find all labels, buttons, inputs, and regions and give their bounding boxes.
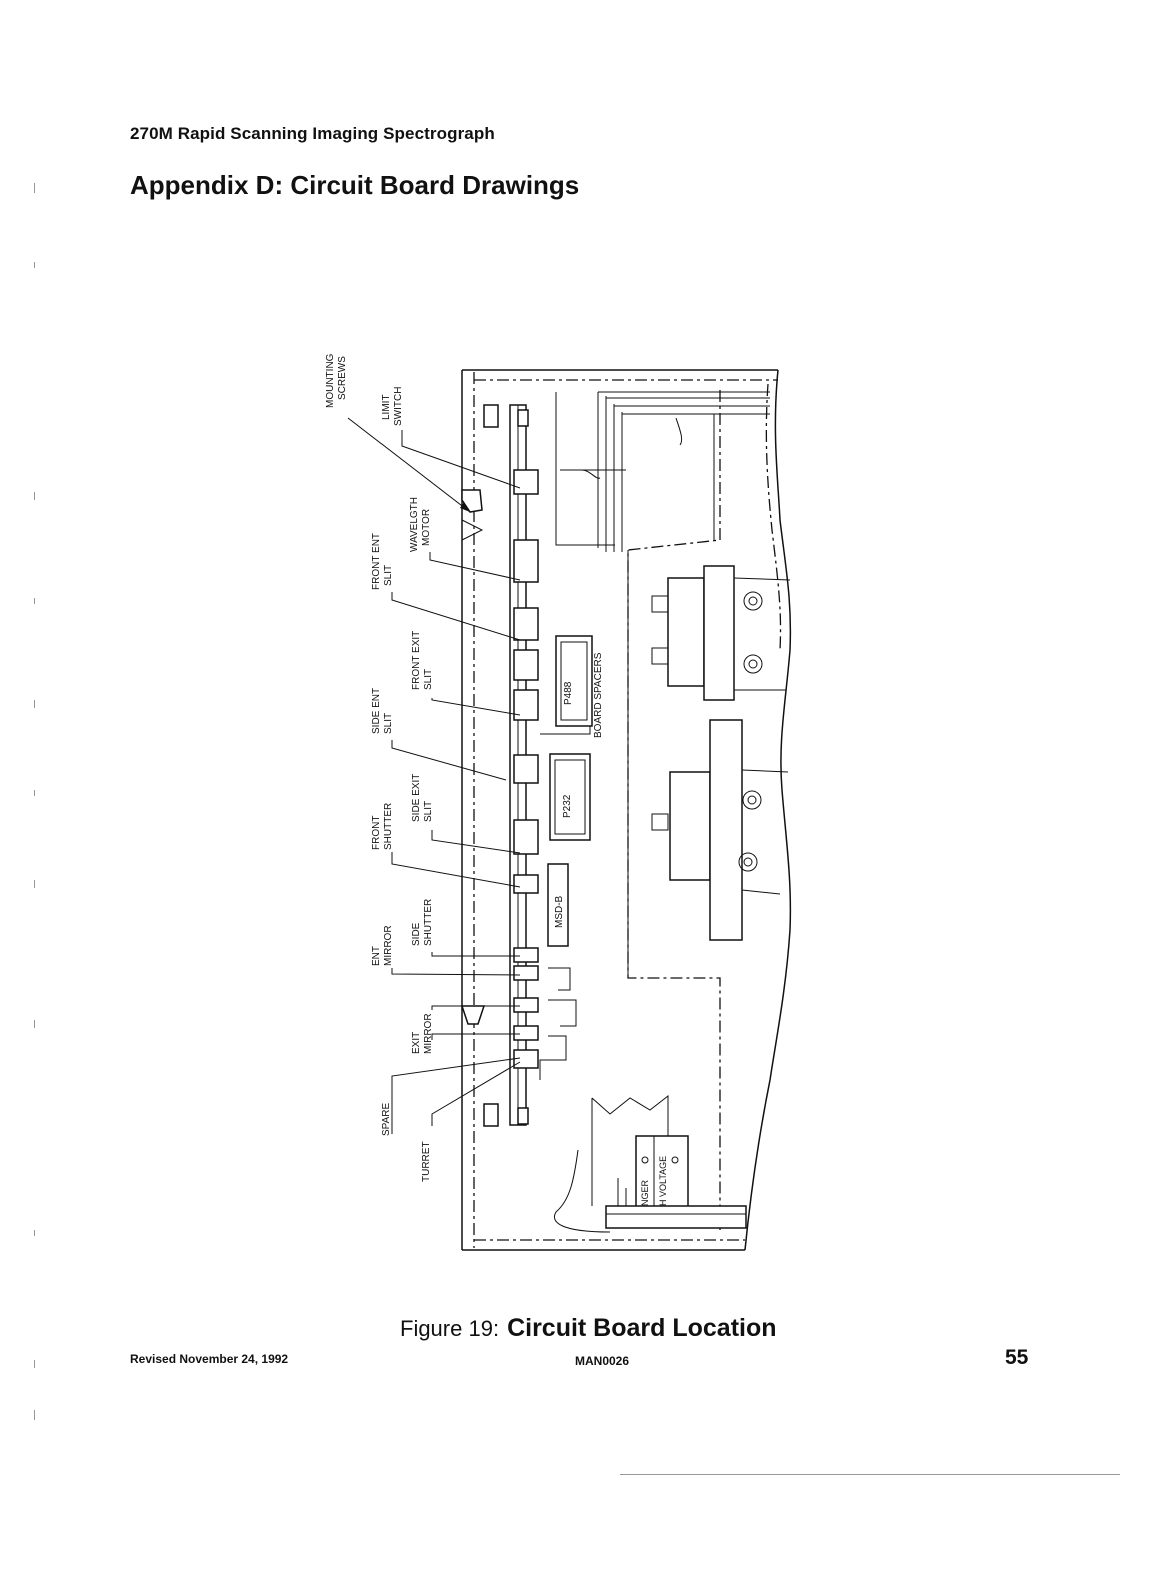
- callout-ent-mirror-2: MIRROR: [383, 925, 394, 966]
- callout-limit-switch-2: SWITCH: [393, 387, 404, 426]
- callout-ent-mirror-1: ENT: [371, 946, 382, 966]
- appendix-title: Appendix D: Circuit Board Drawings: [130, 170, 580, 200]
- callout-exit-mirror-1: EXIT: [411, 1032, 422, 1054]
- callout-side-ent-slit-2: SLIT: [383, 713, 394, 734]
- callout-mounting-screws-2: SCREWS: [337, 356, 348, 400]
- callout-front-shutter-1: FRONT: [371, 816, 382, 850]
- figure-title: Circuit Board Location: [507, 1314, 777, 1342]
- callout-front-shutter-2: SHUTTER: [383, 803, 394, 850]
- figure-caption: Figure 19: Circuit Board Location: [400, 1314, 777, 1343]
- housing-outline: [461, 369, 792, 1251]
- callout-board-spacers: BOARD SPACERS: [593, 652, 604, 738]
- label-p488: P488: [563, 681, 574, 705]
- callout-front-ent-slit-1: FRONT ENT: [371, 533, 382, 590]
- callout-wavelength-motor-1: WAVELGTH: [409, 497, 420, 552]
- warning-label-line1: NGER: [640, 1179, 650, 1206]
- callout-mounting-screws-1: MOUNTING: [325, 353, 336, 408]
- scan-margin-specks: [34, 183, 1120, 1475]
- board-modules: [547, 635, 593, 947]
- circuit-board: [460, 404, 577, 1127]
- internal-rails: [555, 390, 770, 1230]
- callout-front-ent-slit-2: SLIT: [383, 565, 394, 586]
- running-header: 270M Rapid Scanning Imaging Spectrograph: [130, 124, 495, 143]
- warning-panel: [554, 1094, 747, 1233]
- callout-front-exit-slit-1: FRONT EXIT: [411, 631, 422, 690]
- callout-labels: MOUNTING SCREWS LIMIT SWITCH WAVELGTH MO…: [325, 353, 604, 1182]
- mechanical-assemblies: [651, 565, 791, 941]
- callout-turret: TURRET: [421, 1141, 432, 1182]
- figure-number: Figure 19:: [400, 1316, 500, 1341]
- document-id: MAN0026: [575, 1354, 630, 1368]
- callout-side-shutter-1: SIDE: [411, 922, 422, 946]
- label-p232: P232: [562, 794, 573, 818]
- callout-side-ent-slit-1: SIDE ENT: [371, 688, 382, 734]
- warning-label-line2: H VOLTAGE: [658, 1156, 668, 1206]
- page-number: 55: [1005, 1346, 1029, 1369]
- label-msd-b: MSD-B: [554, 895, 565, 928]
- callout-limit-switch-1: LIMIT: [381, 394, 392, 420]
- callout-wavelength-motor-2: MOTOR: [421, 509, 432, 546]
- callout-front-exit-slit-2: SLIT: [423, 669, 434, 690]
- callout-side-exit-slit-2: SLIT: [423, 801, 434, 822]
- callout-side-exit-slit-1: SIDE EXIT: [411, 774, 422, 822]
- callout-spare: SPARE: [381, 1103, 392, 1136]
- callout-leaders: [347, 417, 591, 1134]
- callout-exit-mirror-2: MIRROR: [423, 1013, 434, 1054]
- callout-side-shutter-2: SHUTTER: [423, 899, 434, 946]
- revision-date: Revised November 24, 1992: [130, 1352, 289, 1366]
